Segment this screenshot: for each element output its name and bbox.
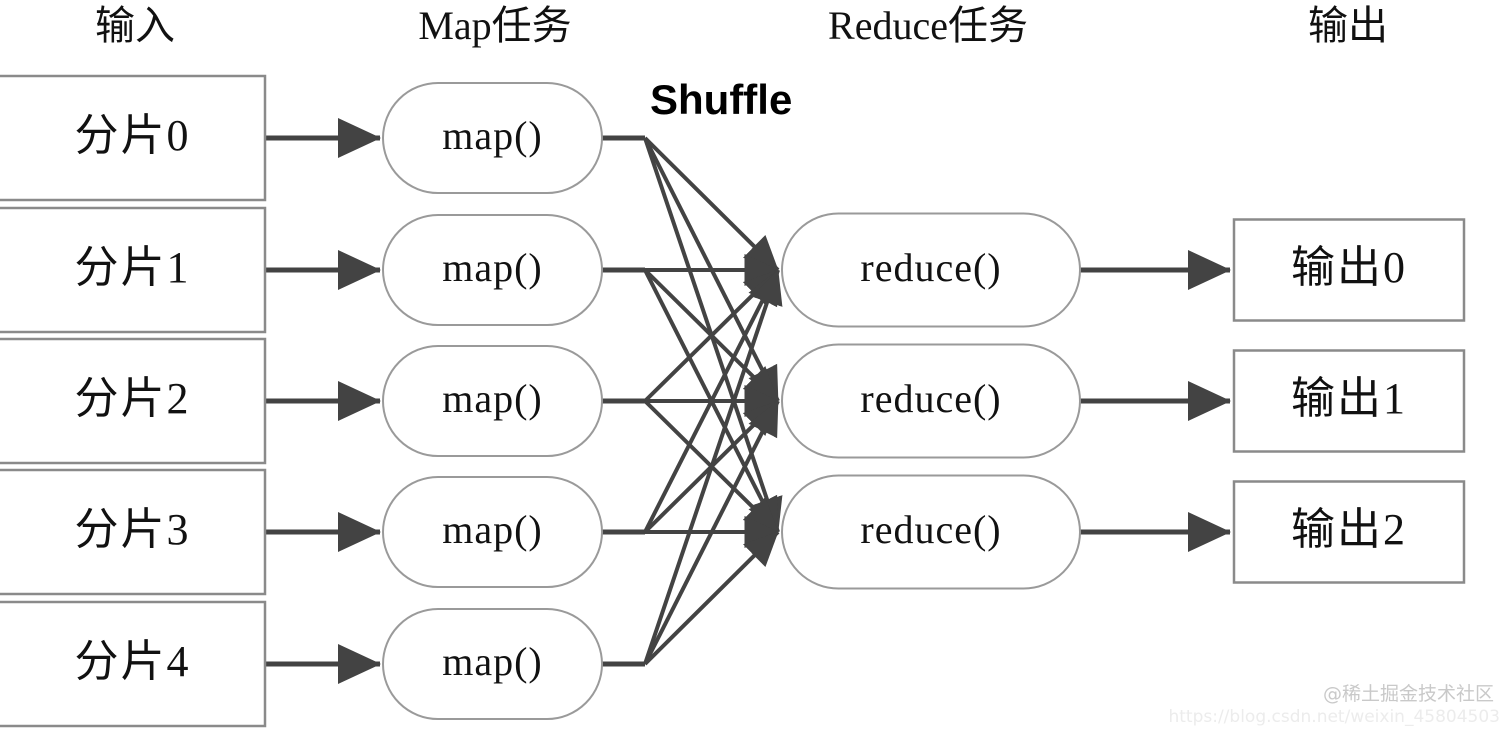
input-split-node[interactable]: 分片2 xyxy=(0,337,267,465)
reduce-task-node[interactable]: reduce() xyxy=(781,474,1081,590)
output-label: 输出2 xyxy=(1291,505,1407,554)
output-node[interactable]: 输出1 xyxy=(1232,349,1466,453)
shuffle-arrow xyxy=(643,136,780,272)
output-node[interactable]: 输出2 xyxy=(1232,480,1466,584)
map-task-node[interactable]: map() xyxy=(382,345,603,457)
watermark-url: https://blog.csdn.net/weixin_45804503 xyxy=(1168,707,1500,727)
input-split-label: 分片4 xyxy=(75,637,191,686)
output-group: 输出0 输出1 输出2 xyxy=(1232,218,1466,584)
map-task-group: map() map() map() map() map() xyxy=(382,82,603,720)
watermark-text: @稀土掘金技术社区 xyxy=(1323,683,1494,705)
column-header-0: 输入 xyxy=(95,3,175,48)
shuffle-arrow xyxy=(643,269,780,533)
input-split-node[interactable]: 分片1 xyxy=(0,206,267,334)
reduce-task-node[interactable]: reduce() xyxy=(781,212,1081,328)
map-task-node[interactable]: map() xyxy=(382,214,603,326)
input-split-node[interactable]: 分片3 xyxy=(0,468,267,596)
input-split-group: 分片0 分片1 分片2 分片3 分片4 xyxy=(0,74,267,728)
map-task-label: map() xyxy=(442,507,543,552)
shuffle-label: Shuffle xyxy=(650,76,792,123)
map-task-node[interactable]: map() xyxy=(382,82,603,194)
input-to-map-edge-group xyxy=(265,118,382,684)
reduce-task-label: reduce() xyxy=(860,376,1001,421)
input-split-label: 分片0 xyxy=(75,111,191,160)
column-headers: 输入 Map任务 Reduce任务 输出 xyxy=(95,3,1388,48)
input-split-label: 分片3 xyxy=(75,505,191,554)
output-label: 输出1 xyxy=(1291,374,1407,423)
input-split-node[interactable]: 分片0 xyxy=(0,74,267,202)
shuffle-arrow xyxy=(643,400,780,665)
map-task-node[interactable]: map() xyxy=(382,608,603,720)
column-header-1: Map任务 xyxy=(418,3,571,48)
reduce-task-group: reduce() reduce() reduce() xyxy=(781,212,1081,590)
output-node[interactable]: 输出0 xyxy=(1232,218,1466,322)
shuffle-arrow xyxy=(643,530,780,666)
map-task-label: map() xyxy=(442,639,543,684)
column-header-2: Reduce任务 xyxy=(828,3,1028,48)
map-task-label: map() xyxy=(442,376,543,421)
shuffle-edge-group xyxy=(602,135,783,667)
map-task-node[interactable]: map() xyxy=(382,476,603,588)
map-task-label: map() xyxy=(442,113,543,158)
reduce-task-node[interactable]: reduce() xyxy=(781,343,1081,459)
reduce-task-label: reduce() xyxy=(860,507,1001,552)
map-task-label: map() xyxy=(442,245,543,290)
reduce-to-output-edge-group xyxy=(1080,250,1232,552)
input-split-label: 分片2 xyxy=(75,374,191,423)
input-split-label: 分片1 xyxy=(75,243,191,292)
input-split-node[interactable]: 分片4 xyxy=(0,600,267,728)
column-header-3: 输出 xyxy=(1308,3,1388,48)
shuffle-arrow xyxy=(643,269,783,665)
reduce-task-label: reduce() xyxy=(860,245,1001,290)
output-label: 输出0 xyxy=(1291,243,1407,292)
